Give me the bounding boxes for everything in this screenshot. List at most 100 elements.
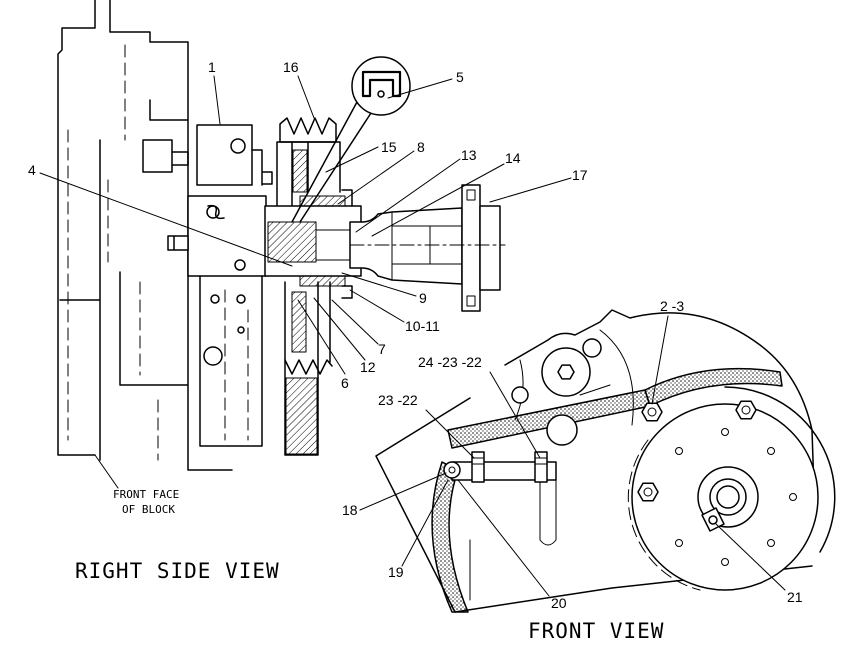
hex-bolt-center <box>643 487 653 497</box>
bracket-upper-body <box>196 124 253 186</box>
fan-spacer-pilot <box>479 205 501 291</box>
callout-label-19: 19 <box>388 564 404 580</box>
fan-spacer <box>349 184 506 312</box>
idler-pulley <box>541 347 591 397</box>
bracket-lower-leg <box>199 275 263 447</box>
hose-clamp-screw <box>708 515 718 525</box>
pulley-hidden-arc <box>627 439 701 591</box>
callout-label-21: 21 <box>787 589 803 605</box>
front-face-note-line-1: FRONT FACE <box>113 488 179 501</box>
callout-label-23-22: 23 -22 <box>378 392 418 408</box>
drive-belt-left-loop <box>431 461 469 613</box>
bolt-hole <box>721 428 729 436</box>
callout-label-15: 15 <box>381 139 397 155</box>
bolt-hole <box>721 558 729 566</box>
idler-pulleys <box>511 338 602 446</box>
engine-front-housing <box>504 309 816 521</box>
bracket-nut-center <box>448 466 456 474</box>
pulley-bolt-holes <box>675 428 797 566</box>
pulley-lower-rim-section <box>285 377 318 455</box>
bolt-hole <box>789 493 797 501</box>
callout-label-16: 16 <box>283 59 299 75</box>
seal-lip <box>377 90 385 98</box>
adjusting-bolt <box>471 451 485 483</box>
callout-label-12: 12 <box>360 359 376 375</box>
bolt-hole <box>767 447 775 455</box>
bolt-hole <box>675 447 683 455</box>
pulley-face <box>631 403 819 591</box>
bracket-hidden-lines <box>224 289 249 441</box>
pulley-hub-outer <box>697 466 759 528</box>
bracket-lower-body <box>187 195 267 277</box>
hose-clamp-band <box>701 507 725 532</box>
hub-upper-ring-section <box>299 195 346 207</box>
bracket-nut <box>443 461 461 479</box>
callout-label-8: 8 <box>417 139 425 155</box>
bearing-section <box>267 221 317 263</box>
callout-label-2-3: 2 -3 <box>660 298 684 314</box>
engine-block-hidden-lines <box>67 44 159 461</box>
bracket-large-hole <box>203 346 223 366</box>
pulley-upper-web-section <box>292 149 308 193</box>
bracket-side-bolt <box>171 151 189 166</box>
hex-bolt-center <box>741 405 751 415</box>
hex-bolt-icon <box>735 400 757 420</box>
right-view-leader-lines <box>39 75 572 375</box>
damper-outer-arc <box>724 386 836 553</box>
bracket-hole <box>210 294 220 304</box>
adjusting-bolt-threads <box>534 457 548 465</box>
pulley-upper-grooves <box>279 117 337 143</box>
front-face-leader <box>94 454 119 489</box>
seal-profile <box>361 70 402 98</box>
pulley-upper-web <box>276 141 341 206</box>
hex-bolt-icon <box>641 402 663 422</box>
flange-upper-bolt <box>466 189 476 201</box>
front-face-note-line-2: OF BLOCK <box>122 503 175 516</box>
idler-nut-icon <box>557 364 575 380</box>
hose-clamp <box>701 507 725 532</box>
callout-label-10-11: 10-11 <box>405 318 440 334</box>
fan-spacer-inner-lines <box>391 211 463 281</box>
callout-label-5: 5 <box>456 69 464 85</box>
small-boss <box>511 386 529 404</box>
hub-bolts <box>341 189 353 299</box>
pulley-lower-grooves <box>284 359 333 375</box>
crankshaft-pulley <box>627 386 836 591</box>
callout-label-14: 14 <box>505 150 521 166</box>
callout-label-17: 17 <box>572 167 588 183</box>
bracket-side-block <box>142 139 173 173</box>
view-title-front: FRONT VIEW <box>528 619 664 643</box>
small-boss <box>582 338 602 358</box>
callout-label-24-23-22: 24 -23 -22 <box>418 354 482 370</box>
callout-label-6: 6 <box>341 375 349 391</box>
accessory-pulley <box>546 414 578 446</box>
adjusting-bolt <box>534 451 548 483</box>
engine-block-outline <box>57 0 233 471</box>
right-side-view: 1 16 5 15 8 13 14 17 4 9 10-11 7 12 6 FR… <box>28 0 588 583</box>
callout-label-9: 9 <box>419 290 427 306</box>
pulley-hub-inner <box>709 478 747 516</box>
bracket-mounting-bolt <box>167 235 189 251</box>
callout-label-20: 20 <box>551 595 567 611</box>
bracket-bolt-hole <box>230 138 246 154</box>
front-view-leader-lines <box>359 315 786 597</box>
mounting-bracket <box>142 124 273 447</box>
bolt-hole <box>767 539 775 547</box>
drive-belt-pulley-wrap <box>644 367 783 407</box>
bolt-hole <box>675 539 683 547</box>
flange-lower-bolt <box>466 295 476 307</box>
bracket-upper-flange <box>251 149 273 186</box>
hub-lower-ring-section <box>299 275 346 287</box>
detail-circle <box>351 56 411 116</box>
callout-label-13: 13 <box>461 147 477 163</box>
hex-bolts <box>637 400 757 502</box>
front-view: 2 -3 24 -23 -22 23 -22 18 19 20 21 FRONT… <box>342 298 836 643</box>
bracket-hole <box>237 326 245 334</box>
bracket-hole <box>236 294 246 304</box>
view-title-right-side: RIGHT SIDE VIEW <box>75 559 280 583</box>
pulley-hub-bore <box>716 485 740 509</box>
callout-label-7: 7 <box>378 341 386 357</box>
bracket-small-hole <box>234 259 246 271</box>
bracket-clip <box>207 204 225 220</box>
callout-label-18: 18 <box>342 502 358 518</box>
